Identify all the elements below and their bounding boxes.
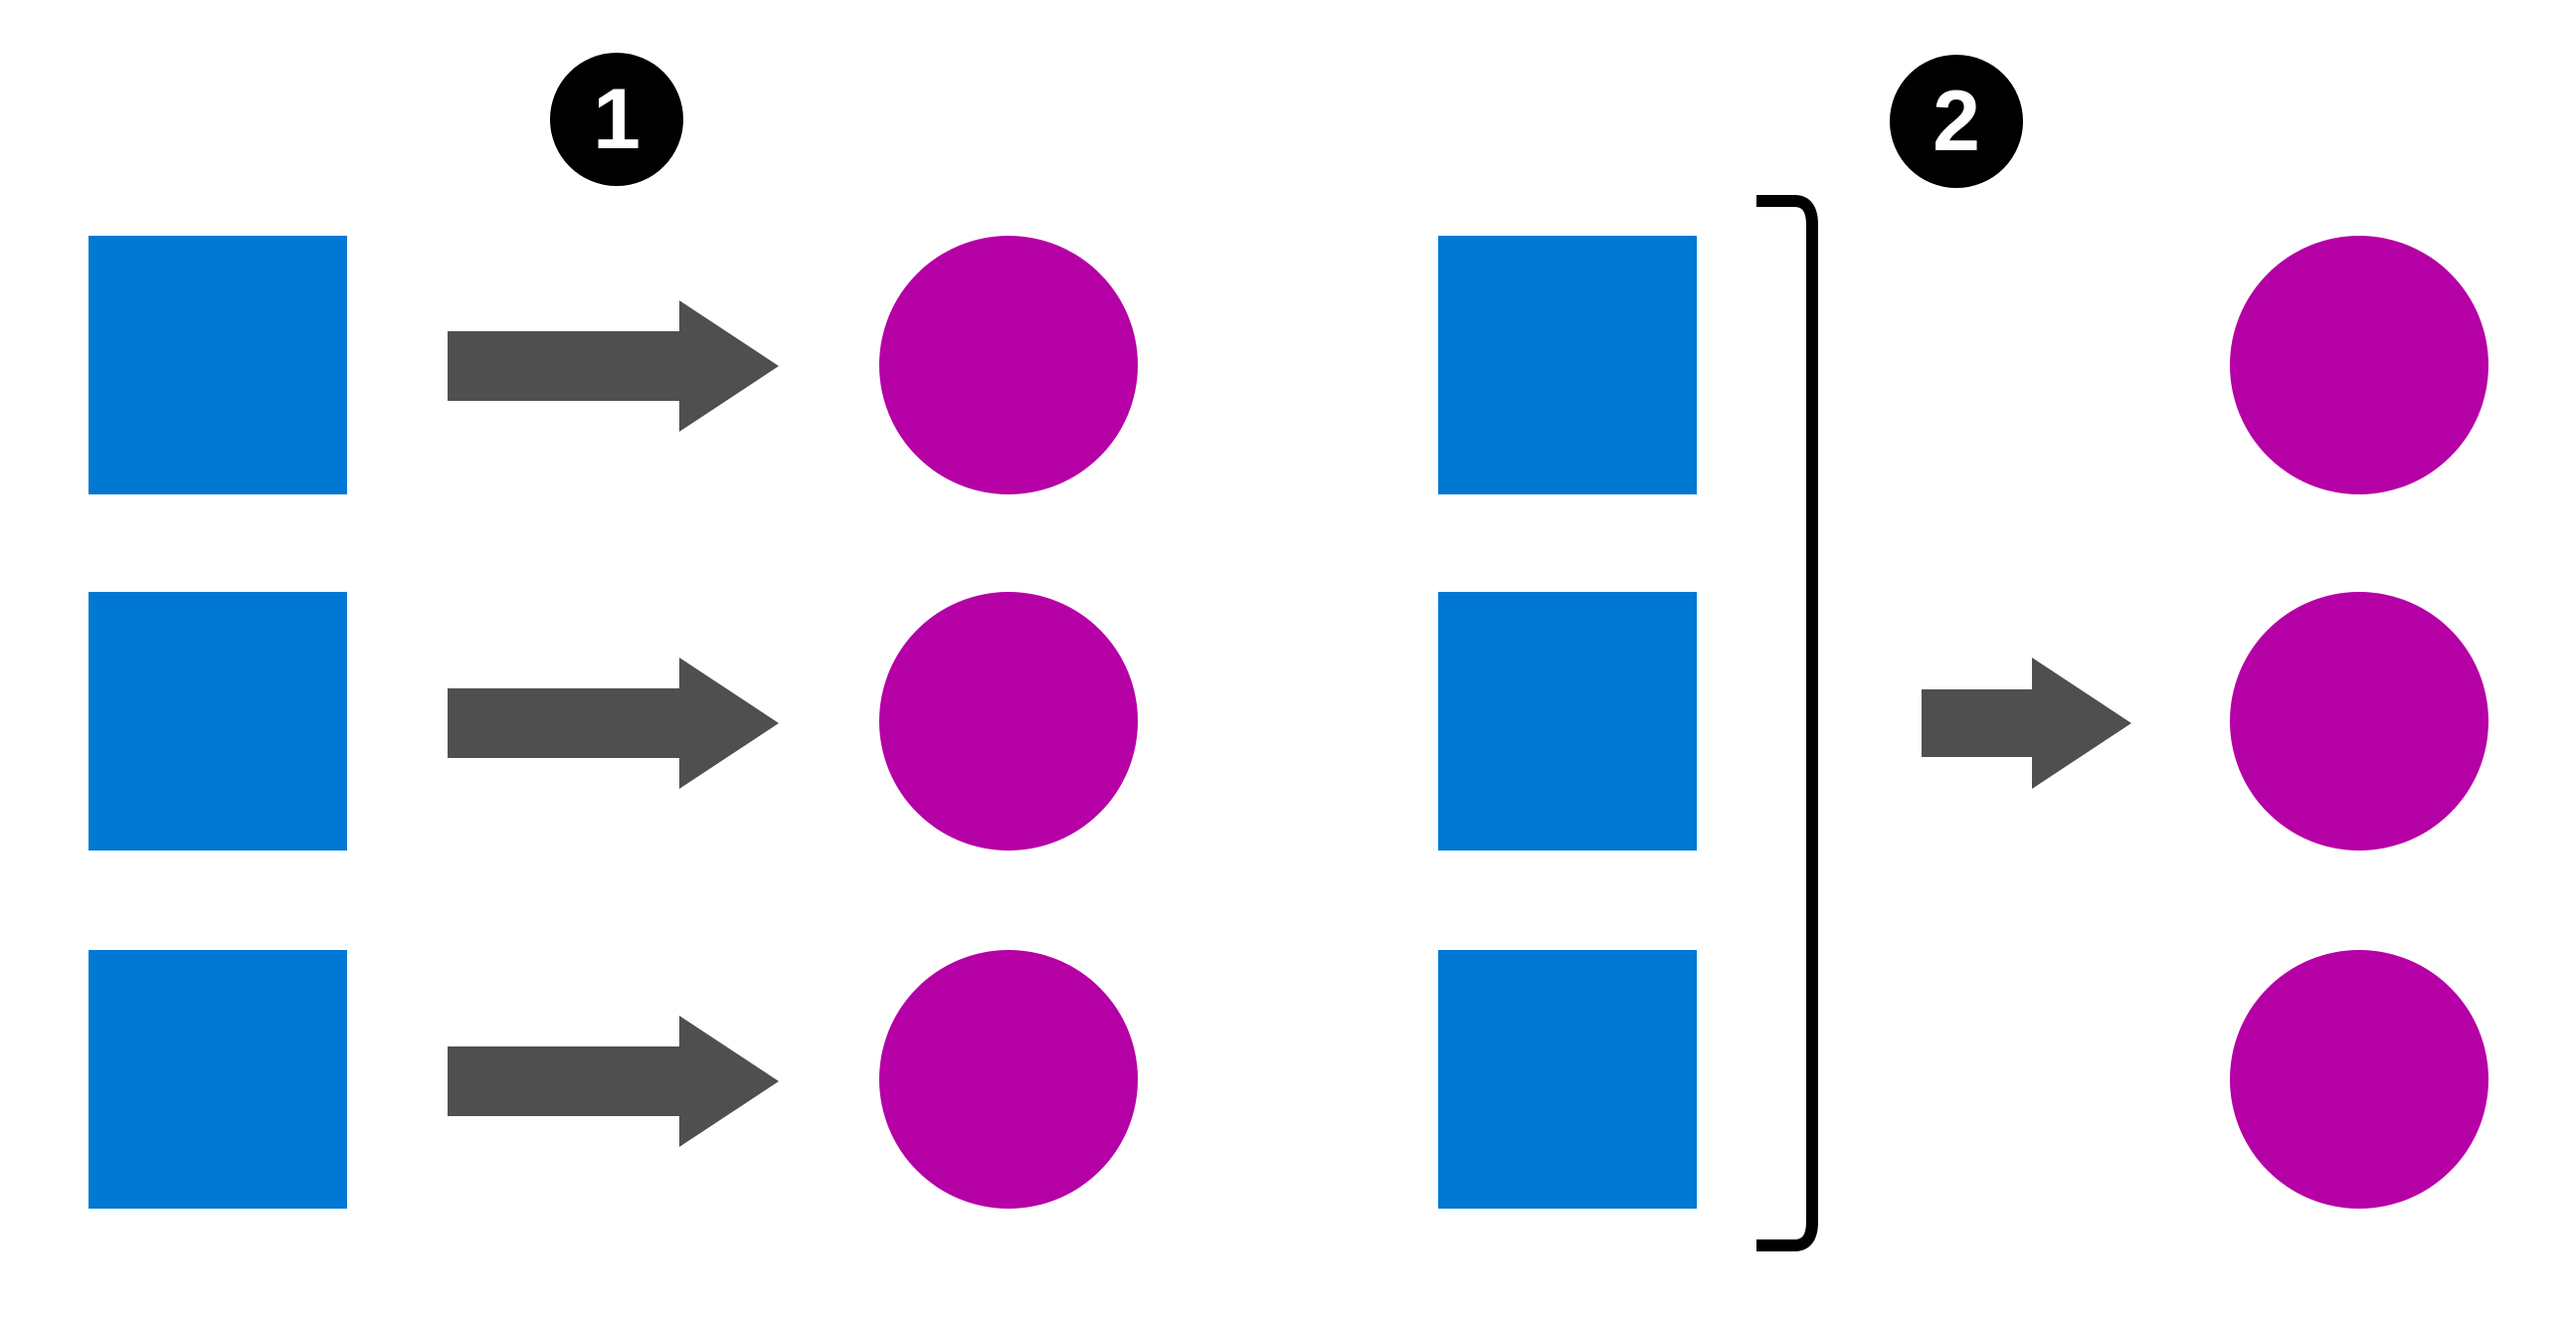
arrow-right-icon: [1922, 658, 2131, 789]
source-square: [1438, 236, 1697, 494]
step-badge-2: 2: [1890, 55, 2023, 188]
arrow-shape: [448, 300, 779, 432]
step-badge-label: 2: [1932, 74, 1980, 169]
target-circle: [2230, 950, 2488, 1209]
bracket-path: [1756, 195, 1818, 1251]
source-square: [1438, 592, 1697, 851]
arrow-shape: [448, 1016, 779, 1147]
group-bracket: [1750, 195, 1818, 1251]
source-square: [89, 592, 347, 851]
source-square: [89, 236, 347, 494]
step-badge-1: 1: [550, 53, 683, 186]
arrow-right-glyph: [1922, 658, 2131, 789]
target-circle: [879, 592, 1138, 851]
step-badge-label: 1: [593, 72, 641, 167]
target-circle: [879, 950, 1138, 1209]
arrow-shape: [1922, 658, 2131, 789]
arrow-right-icon: [448, 1016, 779, 1147]
arrow-shape: [448, 658, 779, 789]
arrow-right-glyph: [448, 1016, 779, 1147]
source-square: [1438, 950, 1697, 1209]
target-circle: [2230, 236, 2488, 494]
target-circle: [879, 236, 1138, 494]
arrow-right-glyph: [448, 658, 779, 789]
source-square: [89, 950, 347, 1209]
arrow-right-icon: [448, 658, 779, 789]
bracket-glyph: [1756, 195, 1818, 1251]
arrow-right-icon: [448, 300, 779, 432]
arrow-right-glyph: [448, 300, 779, 432]
target-circle: [2230, 592, 2488, 851]
